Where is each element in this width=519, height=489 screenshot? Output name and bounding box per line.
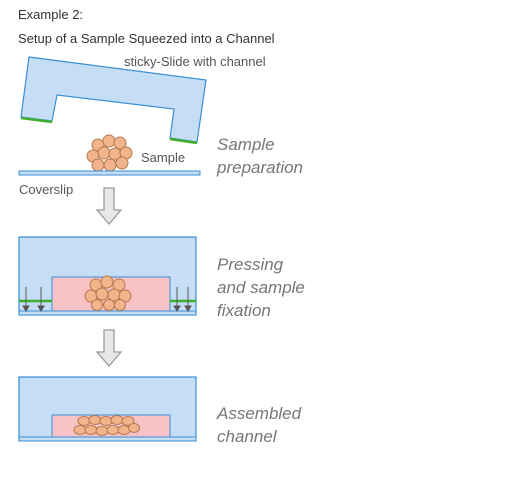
coverslip — [18, 436, 197, 442]
coverslip — [18, 310, 197, 316]
sample-cluster — [73, 415, 140, 436]
adhesive-strip-right — [169, 137, 198, 145]
sticky-slide — [20, 56, 207, 143]
sample-cluster — [84, 275, 132, 311]
example-title: Example 2: — [18, 7, 84, 22]
press-arrows-right — [173, 287, 192, 312]
sample-cluster — [86, 134, 133, 172]
step-2-label-line1: Pressing — [217, 255, 284, 274]
setup-title: Setup of a Sample Squeezed into a Channe… — [18, 31, 275, 46]
step-3-label-line2: channel — [217, 427, 278, 446]
step-sample-preparation: sticky-Slide with channel Sample Coversl… — [18, 54, 303, 197]
slide-label: sticky-Slide with channel — [124, 54, 266, 69]
step-2-label-line3: fixation — [217, 301, 271, 320]
down-arrow-icon — [95, 187, 123, 225]
coverslip — [18, 170, 201, 176]
down-arrow-icon — [95, 329, 123, 367]
step-assembled: Assembled channel — [18, 376, 302, 446]
step-1-label-line1: Sample — [217, 135, 275, 154]
step-2-label-line2: and sample — [217, 278, 305, 297]
step-3-label-line1: Assembled — [216, 404, 302, 423]
sample-label: Sample — [141, 150, 185, 165]
coverslip-label: Coverslip — [19, 182, 73, 197]
adhesive-strip-left — [20, 116, 53, 124]
step-pressing: Pressing and sample fixation — [18, 236, 305, 320]
press-arrows-left — [22, 287, 45, 312]
step-1-label-line2: preparation — [216, 158, 303, 177]
